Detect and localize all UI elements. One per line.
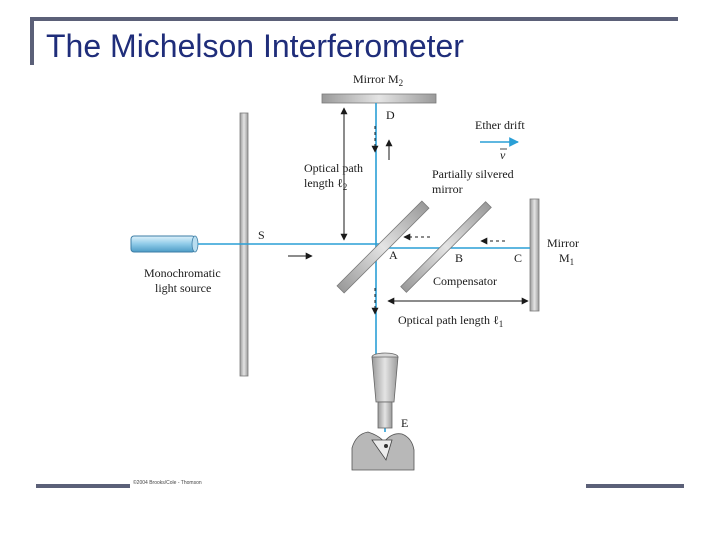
compensator-label: Compensator bbox=[433, 274, 497, 288]
monochromatic-line1: Monochromatic bbox=[144, 266, 221, 280]
partially-silvered-mirror bbox=[336, 200, 430, 294]
mirror-m2 bbox=[321, 93, 437, 104]
compensator-plate bbox=[400, 201, 492, 293]
optical-path-l2-line2: length ℓ2 bbox=[304, 176, 347, 192]
mirror-m1 bbox=[529, 198, 540, 312]
footer-rule-right bbox=[586, 484, 684, 488]
point-s-label: S bbox=[258, 228, 265, 242]
observer-head bbox=[351, 431, 415, 471]
mirror-m1-line1: Mirror bbox=[547, 236, 579, 250]
light-source-end bbox=[191, 235, 199, 253]
footer-rule-left bbox=[36, 484, 130, 488]
optical-path-l2-line1: Optical path bbox=[304, 161, 363, 175]
partially-silvered-line2: mirror bbox=[432, 182, 463, 196]
point-e-label: E bbox=[401, 416, 408, 430]
telescope bbox=[371, 352, 399, 429]
optical-path-l1-label: Optical path length ℓ1 bbox=[398, 313, 503, 329]
mirror-m1-line2: M1 bbox=[559, 251, 574, 267]
copyright-credit: ©2004 Brooks/Cole - Thomson bbox=[133, 480, 202, 486]
partially-silvered-line1: Partially silvered bbox=[432, 167, 514, 181]
point-c-label: C bbox=[514, 251, 522, 265]
ether-drift-label: Ether drift bbox=[475, 118, 525, 132]
title-frame-top bbox=[30, 17, 678, 21]
slide-title: The Michelson Interferometer bbox=[46, 28, 464, 64]
mirror-m2-label: Mirror M2 bbox=[353, 72, 403, 88]
point-b-label: B bbox=[455, 251, 463, 265]
velocity-label: v bbox=[500, 148, 506, 162]
title-frame-left bbox=[30, 17, 34, 65]
point-a-label: A bbox=[389, 248, 398, 262]
monochromatic-line2: light source bbox=[155, 281, 211, 295]
point-d-label: D bbox=[386, 108, 395, 122]
light-source bbox=[130, 235, 196, 253]
